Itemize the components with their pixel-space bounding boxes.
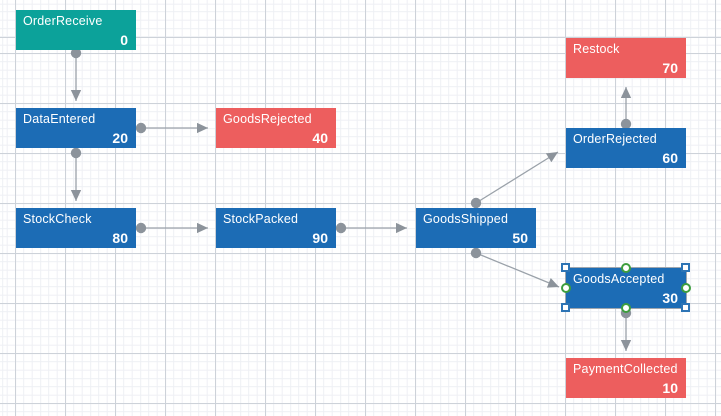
node-label: PaymentCollected [573,362,678,376]
port-handle-bottom[interactable] [621,303,631,313]
node-value: 90 [312,230,328,246]
node-label: DataEntered [23,112,96,126]
node-label: OrderRejected [573,132,657,146]
node-Restock[interactable]: Restock 70 [566,38,686,78]
node-value: 30 [662,290,678,306]
node-StockCheck[interactable]: StockCheck 80 [16,208,136,248]
node-value: 70 [662,60,678,76]
resize-handle-nw[interactable] [561,263,570,272]
node-StockPacked[interactable]: StockPacked 90 [216,208,336,248]
node-value: 20 [112,130,128,146]
port-handle-right[interactable] [681,283,691,293]
node-value: 10 [662,380,678,396]
resize-handle-se[interactable] [681,303,690,312]
node-value: 50 [512,230,528,246]
node-DataEntered[interactable]: DataEntered 20 [16,108,136,148]
node-OrderReceive[interactable]: OrderReceive 0 [16,10,136,50]
port-handle-left[interactable] [561,283,571,293]
port-handle-top[interactable] [621,263,631,273]
node-label: GoodsAccepted [573,272,665,286]
node-GoodsAccepted[interactable]: GoodsAccepted 30 [561,263,691,313]
node-label: GoodsShipped [423,212,509,226]
node-value: 80 [112,230,128,246]
connector-GoodsShipped-to-GoodsAccepted[interactable] [470,247,560,288]
node-value: 40 [312,130,328,146]
resize-handle-ne[interactable] [681,263,690,272]
node-label: StockPacked [223,212,299,226]
node-label: OrderReceive [23,14,103,28]
node-label: StockCheck [23,212,92,226]
node-PaymentCollected[interactable]: PaymentCollected 10 [566,358,686,398]
resize-handle-sw[interactable] [561,303,570,312]
node-value: 0 [120,32,128,48]
node-label: GoodsRejected [223,112,312,126]
node-OrderRejected[interactable]: OrderRejected 60 [566,128,686,168]
connector-GoodsShipped-to-OrderRejected[interactable] [470,151,559,209]
node-label: Restock [573,42,620,56]
node-value: 60 [662,150,678,166]
